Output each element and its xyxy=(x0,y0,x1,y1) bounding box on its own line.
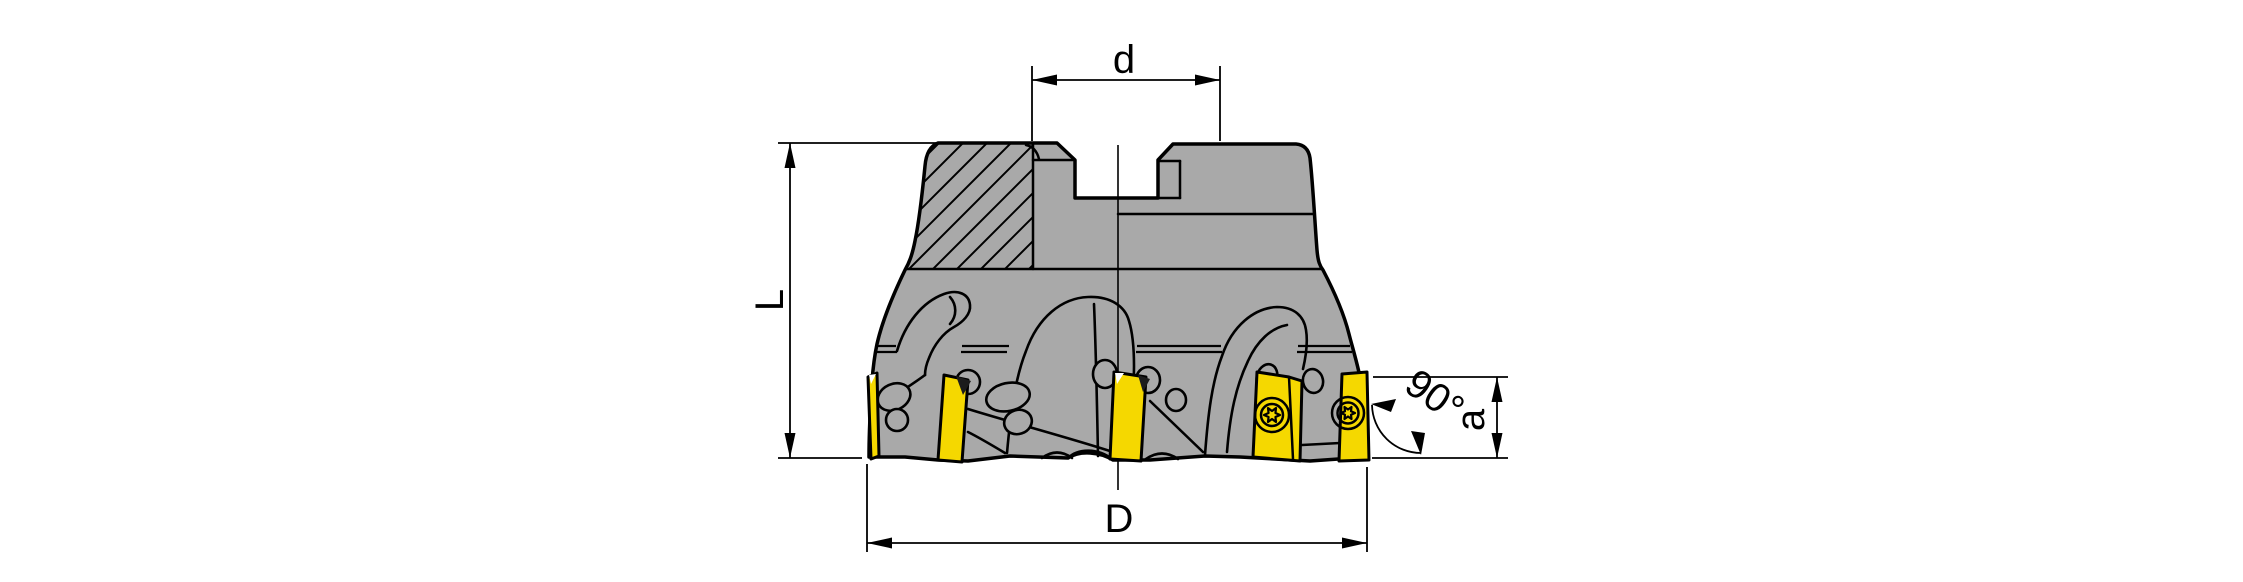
angle-90: 90° xyxy=(1371,361,1472,455)
insert-2 xyxy=(936,373,971,464)
torx-screw-icon xyxy=(1253,396,1291,434)
dimension-L: L xyxy=(748,142,940,459)
tooth-hook-left xyxy=(895,290,972,377)
insert-4 xyxy=(1251,370,1304,463)
cutter-body xyxy=(867,141,1369,490)
section-hatch xyxy=(906,144,1032,269)
arrowhead-left xyxy=(867,537,892,549)
pocket-holes xyxy=(876,358,1325,436)
insert-1 xyxy=(866,371,881,461)
slot-corner-fillet xyxy=(1024,143,1041,161)
indexable-inserts xyxy=(866,370,1371,464)
arrowhead-left xyxy=(1032,74,1057,86)
arrowhead-to-edge xyxy=(1371,399,1396,412)
dimension-d: d xyxy=(1031,38,1221,141)
arrowhead-up xyxy=(784,143,796,168)
arrowhead-to-base xyxy=(1411,431,1425,455)
arrowhead-up xyxy=(1491,377,1503,402)
arrowhead-right xyxy=(1342,537,1367,549)
torx-screw-icon xyxy=(1330,395,1366,431)
dim-label-L: L xyxy=(748,289,792,311)
arrowhead-down xyxy=(1491,433,1503,458)
dim-label-D: D xyxy=(1105,497,1134,541)
tooth-arch-right xyxy=(1203,305,1309,457)
dim-label-d: d xyxy=(1113,38,1135,82)
dimension-D: D xyxy=(866,464,1368,552)
arrowhead-right xyxy=(1195,74,1220,86)
insert-3 xyxy=(1108,370,1150,463)
dimension-a: a xyxy=(1372,376,1508,459)
arrowhead-down xyxy=(784,433,796,458)
dim-label-a: a xyxy=(1449,408,1493,431)
angle-arc xyxy=(1371,404,1422,454)
insert-5 xyxy=(1330,370,1371,463)
